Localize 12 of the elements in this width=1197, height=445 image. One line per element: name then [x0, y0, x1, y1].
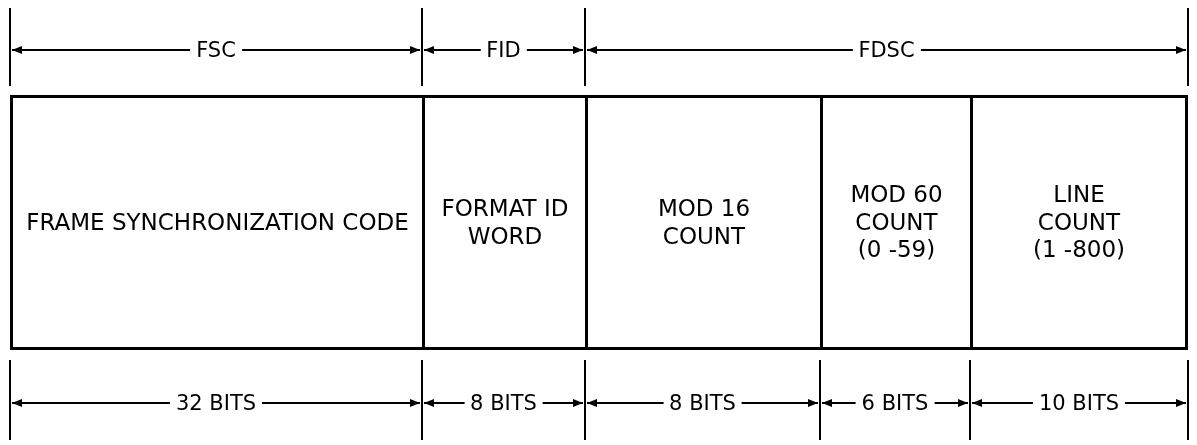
field-label: (1 -800) [1032, 236, 1126, 264]
field-cell [820, 95, 973, 350]
field-cell [970, 95, 1188, 350]
field-cell [422, 95, 588, 350]
field-cell [585, 95, 823, 350]
field-label: FRAME SYNCHRONIZATION CODE [26, 208, 409, 237]
field-label: LINE COUNT [1036, 181, 1122, 237]
field-cell [10, 95, 425, 350]
field-label: (0 -59) [857, 236, 936, 264]
field-label: FORMAT ID WORD [440, 194, 570, 251]
field-label: MOD 16 COUNT [656, 194, 752, 251]
field-label: MOD 60 COUNT [849, 181, 944, 237]
